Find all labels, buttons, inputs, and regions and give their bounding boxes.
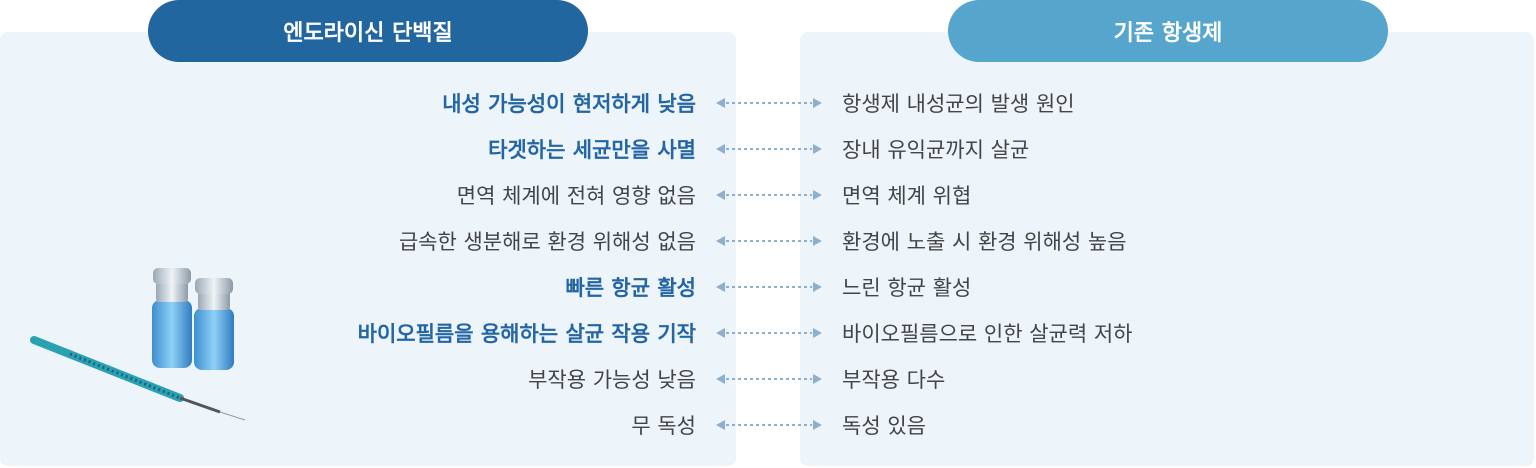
antibiotic-feature: 환경에 노출 시 환경 위해성 높음 — [842, 230, 1127, 254]
double-arrow-icon — [716, 420, 822, 430]
endolysin-feature: 무 독성 — [631, 414, 696, 438]
antibiotic-feature: 부작용 다수 — [842, 368, 946, 392]
antibiotic-feature: 느린 항균 활성 — [842, 276, 972, 300]
double-arrow-icon — [716, 374, 822, 384]
endolysin-feature: 면역 체계에 전혀 영향 없음 — [456, 184, 696, 208]
double-arrow-icon — [716, 236, 822, 246]
endolysin-feature: 빠른 항균 활성 — [565, 276, 696, 300]
endolysin-feature: 급속한 생분해로 환경 위해성 없음 — [398, 230, 696, 254]
double-arrow-icon — [716, 144, 822, 154]
double-arrow-icon — [716, 282, 822, 292]
double-arrow-icon — [716, 98, 822, 108]
antibiotic-feature: 항생제 내성균의 발생 원인 — [842, 92, 1075, 116]
vials-syringe-image — [30, 268, 246, 421]
endolysin-feature: 바이오필름을 용해하는 살균 작용 기작 — [357, 322, 696, 346]
antibiotic-feature: 장내 유익균까지 살균 — [842, 138, 1030, 162]
antibiotic-header: 기존 항생제 — [948, 0, 1388, 62]
endolysin-feature: 타겟하는 세균만을 사멸 — [488, 138, 696, 162]
endolysin-header: 엔도라이신 단백질 — [148, 0, 588, 62]
antibiotic-feature: 바이오필름으로 인한 살균력 저하 — [842, 322, 1133, 346]
endolysin-panel — [0, 32, 736, 466]
antibiotic-feature: 독성 있음 — [842, 414, 926, 438]
endolysin-feature: 내성 가능성이 현저하게 낮음 — [442, 92, 696, 116]
antibiotic-feature: 면역 체계 위협 — [842, 184, 972, 208]
double-arrow-icon — [716, 328, 822, 338]
double-arrow-icon — [716, 190, 822, 200]
endolysin-feature: 부작용 가능성 낮음 — [528, 368, 696, 392]
antibiotic-panel — [800, 32, 1534, 466]
